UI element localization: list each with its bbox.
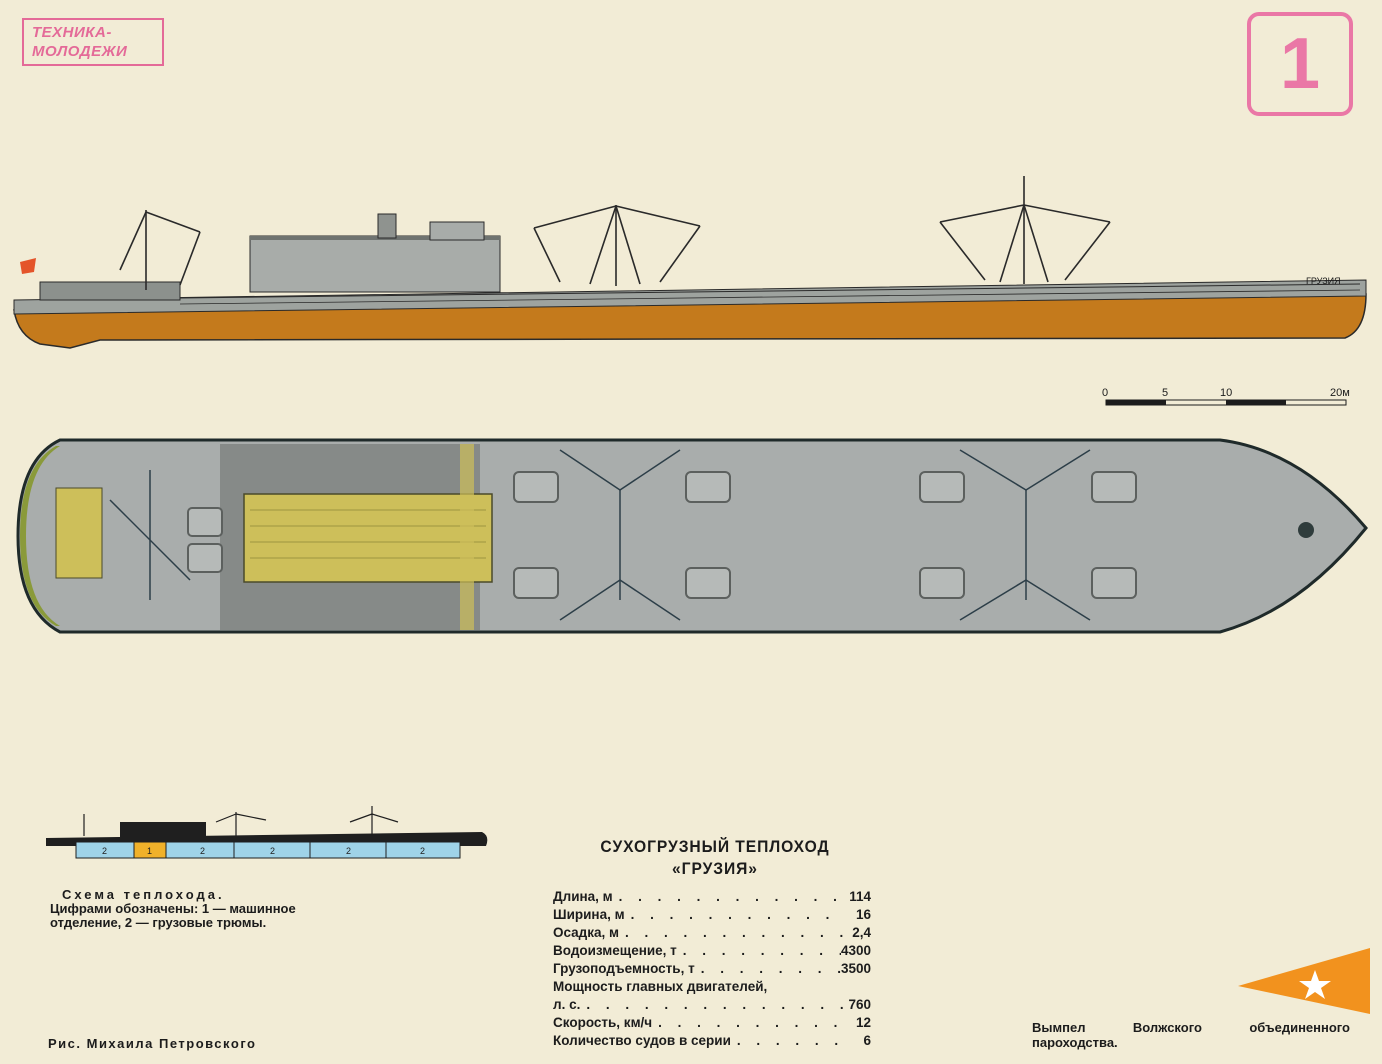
- stern-housing: [55, 487, 103, 579]
- schema-compartment-3: 2: [200, 846, 205, 856]
- spec-name: л. с.: [553, 997, 581, 1012]
- spec-value: 2,4: [852, 925, 871, 940]
- stern-flag: [20, 258, 36, 274]
- schema-compartment-1: 2: [102, 846, 107, 856]
- spec-name: Грузоподъемность, т: [553, 961, 695, 976]
- logo-line-2: МОЛОДЕЖИ: [32, 43, 128, 60]
- spec-row: Водоизмещение, т. . . . . . . . . . . . …: [553, 943, 871, 958]
- schema-compartment-6: 2: [420, 846, 425, 856]
- spec-table: Длина, м. . . . . . . . . . . . . . . . …: [553, 889, 871, 1051]
- scale-label-10: 10: [1220, 387, 1232, 399]
- artist-credit: Рис. Михаила Петровского: [48, 1036, 257, 1051]
- spec-value: 12: [855, 1015, 871, 1030]
- spec-name: Скорость, км/ч: [553, 1015, 653, 1030]
- side-view: ГРУЗИЯ: [13, 176, 1367, 349]
- spec-value: 4300: [840, 943, 871, 958]
- magazine-logo: ТЕХНИКА- МОЛОДЕЖИ: [22, 18, 164, 66]
- spec-row: Скорость, км/ч. . . . . . . . . . . . . …: [553, 1015, 871, 1030]
- logo-line-1: ТЕХНИКА-: [32, 24, 112, 41]
- scale-label-5: 5: [1162, 387, 1168, 399]
- side-deck-band: [13, 279, 1367, 315]
- spec-name: Осадка, м: [553, 925, 620, 940]
- cargo-hatches: [187, 471, 1137, 599]
- pennant: [1238, 948, 1370, 1014]
- schema-diagram: 2 1 2 2 2 2: [46, 806, 488, 859]
- side-masts: [119, 176, 1111, 290]
- spec-row: Грузоподъемность, т. . . . . . . . . . .…: [553, 961, 871, 976]
- spec-row: Мощность главных двигателей,: [553, 979, 871, 997]
- spec-name: Мощность главных двигателей,: [553, 979, 768, 994]
- ship-title: СУХОГРУЗНЫЙ ТЕПЛОХОД «ГРУЗИЯ»: [568, 836, 862, 880]
- title-line-1: СУХОГРУЗНЫЙ ТЕПЛОХОД: [600, 837, 830, 856]
- spec-row: л. с.. . . . . . . . . . . . . . . . . .…: [553, 997, 871, 1012]
- spec-row: Количество судов в серии. . . . . . . . …: [553, 1033, 871, 1048]
- schema-caption-body: Цифрами обозначены: 1 — машинное отделен…: [50, 901, 296, 930]
- star-icon: [1299, 970, 1331, 999]
- scale-label-0: 0: [1102, 387, 1108, 399]
- scale-label-20: 20м: [1330, 387, 1350, 399]
- issue-number: 1: [1247, 12, 1353, 116]
- side-hull-name: ГРУЗИЯ: [1306, 276, 1341, 286]
- schema-caption: Схема теплохода. Цифрами обозначены: 1 —…: [50, 888, 370, 930]
- side-stern-house: [39, 281, 181, 301]
- spec-name: Количество судов в серии: [553, 1033, 731, 1048]
- spec-row: Осадка, м. . . . . . . . . . . . . . . .…: [553, 925, 871, 940]
- bow-windlass: [1298, 522, 1314, 538]
- spec-name: Длина, м: [553, 889, 613, 904]
- side-superstructure: [249, 213, 501, 293]
- spec-value: 114: [849, 889, 871, 904]
- pennant-caption: Вымпел Волжского объединенного пароходст…: [1032, 1020, 1350, 1050]
- schema-compartment-5: 2: [346, 846, 351, 856]
- top-view: [16, 438, 1368, 634]
- spec-value: 6: [863, 1033, 871, 1048]
- spec-name: Ширина, м: [553, 907, 625, 922]
- spec-value: 760: [848, 997, 871, 1012]
- top-superstructure: [243, 493, 493, 583]
- scale-bar: 0 5 10 20м: [1102, 387, 1350, 406]
- spec-value: 3500: [840, 961, 871, 976]
- schema-caption-head: Схема теплохода.: [62, 887, 225, 902]
- schema-compartment-4: 2: [270, 846, 275, 856]
- spec-value: 16: [855, 907, 871, 922]
- top-derricks: [109, 449, 1091, 621]
- stern-bulwark: [20, 446, 60, 626]
- schema-compartment-2: 1: [147, 846, 152, 856]
- spec-row: Длина, м. . . . . . . . . . . . . . . . …: [553, 889, 871, 904]
- spec-row: Ширина, м. . . . . . . . . . . . . . . .…: [553, 907, 871, 922]
- title-line-2: «ГРУЗИЯ»: [672, 859, 758, 878]
- spec-name: Водоизмещение, т: [553, 943, 677, 958]
